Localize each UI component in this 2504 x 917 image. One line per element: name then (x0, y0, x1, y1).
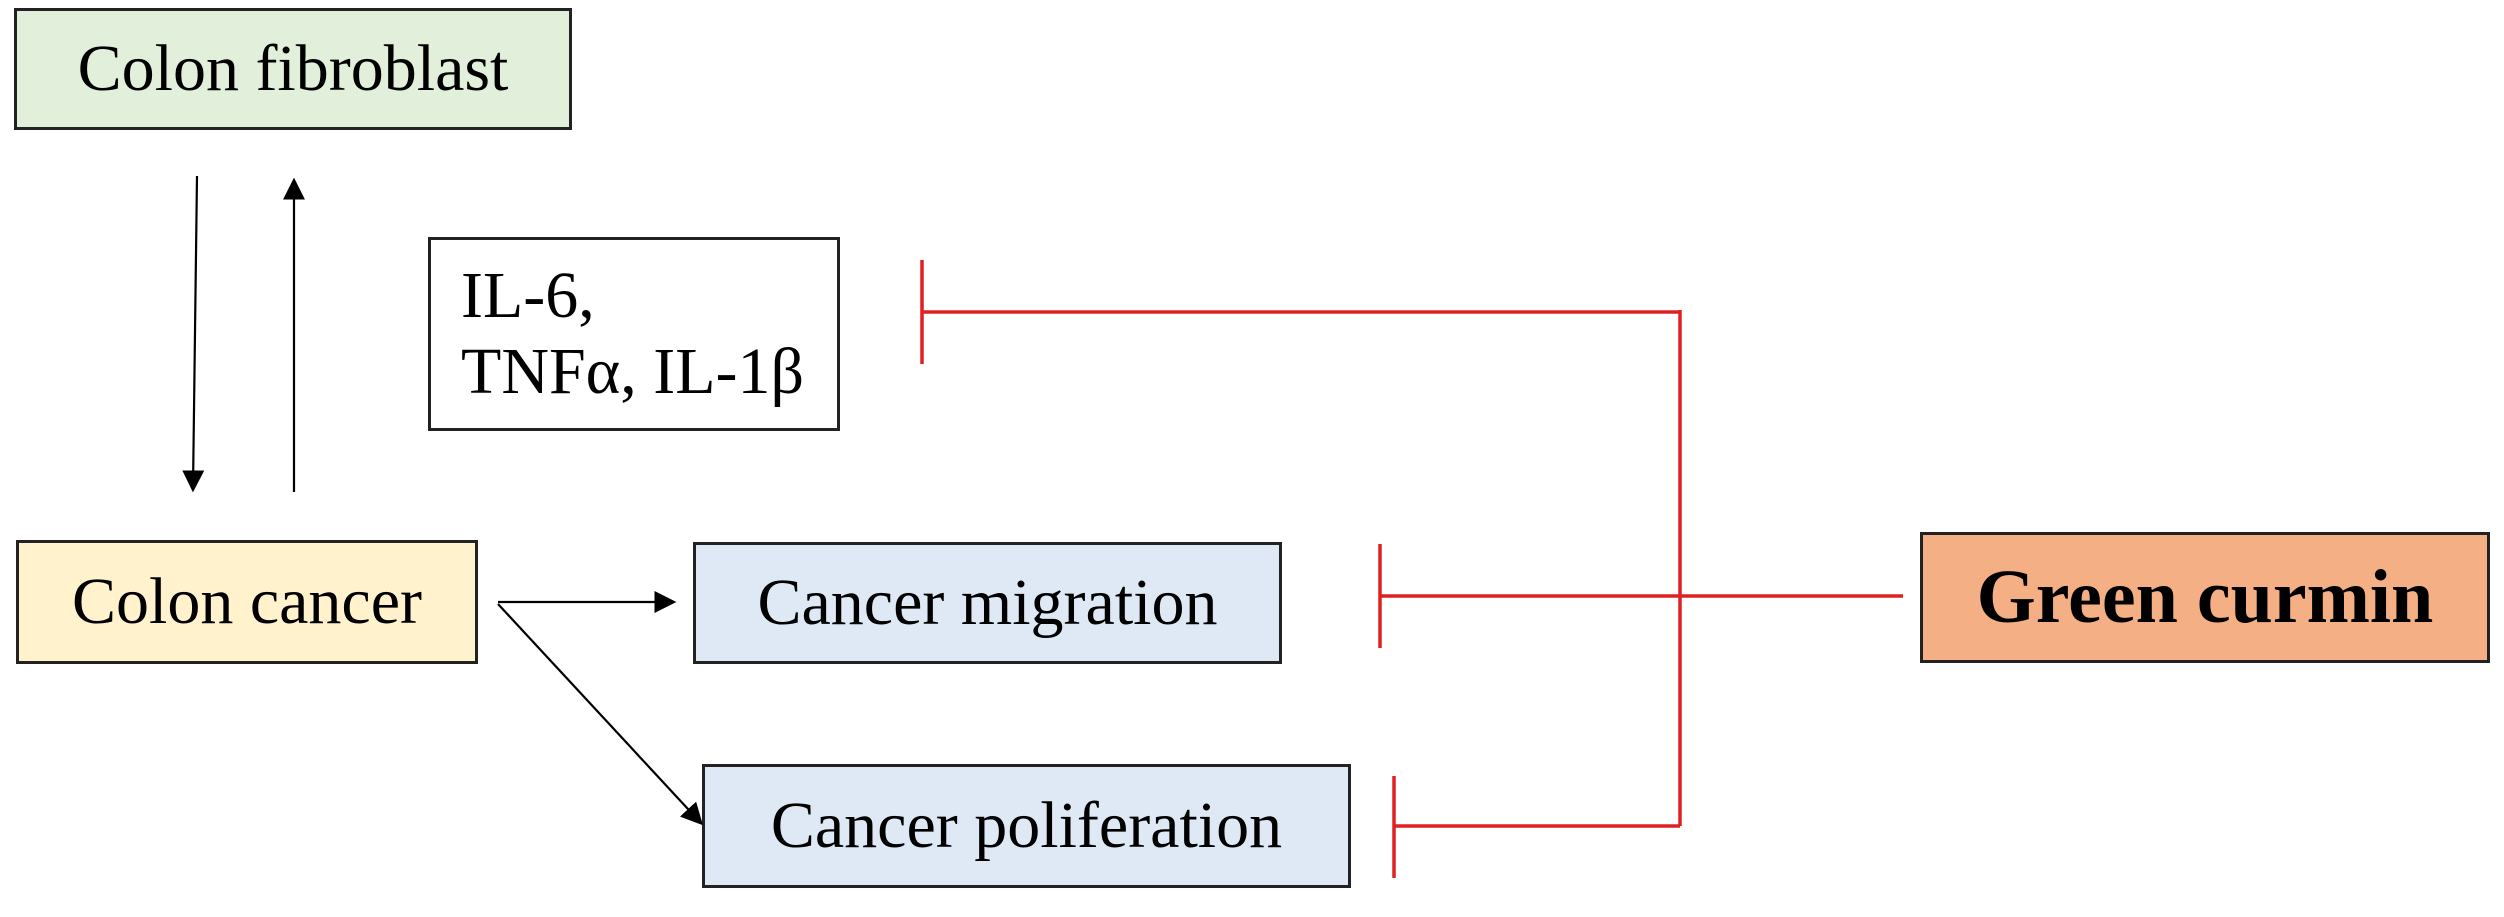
cancer-proliferation-node: Cancer poliferation (702, 764, 1351, 888)
green-curmin-label: Green curmin (1976, 554, 2434, 639)
arrow-fibroblast-to-cancer (182, 175, 205, 493)
colon-fibroblast-node: Colon fibroblast (14, 8, 572, 130)
arrow-cancer-to-proliferation (497, 603, 703, 826)
colon-fibroblast-label: Colon fibroblast (77, 32, 509, 106)
colon-cancer-label: Colon cancer (71, 565, 422, 639)
cytokines-label-group: IL-6, TNFα, IL-1β (461, 258, 804, 410)
cytokines-node: IL-6, TNFα, IL-1β (428, 237, 840, 431)
cancer-proliferation-label: Cancer poliferation (770, 789, 1283, 863)
cytokines-label-line2: TNFα, IL-1β (461, 335, 805, 408)
cancer-migration-label: Cancer migration (757, 566, 1218, 640)
colon-cancer-node: Colon cancer (16, 540, 478, 664)
green-curmin-node: Green curmin (1920, 532, 2490, 663)
cytokines-label-line1: IL-6, (461, 259, 595, 333)
inhibition-network (920, 260, 1903, 878)
cancer-migration-node: Cancer migration (693, 542, 1282, 664)
